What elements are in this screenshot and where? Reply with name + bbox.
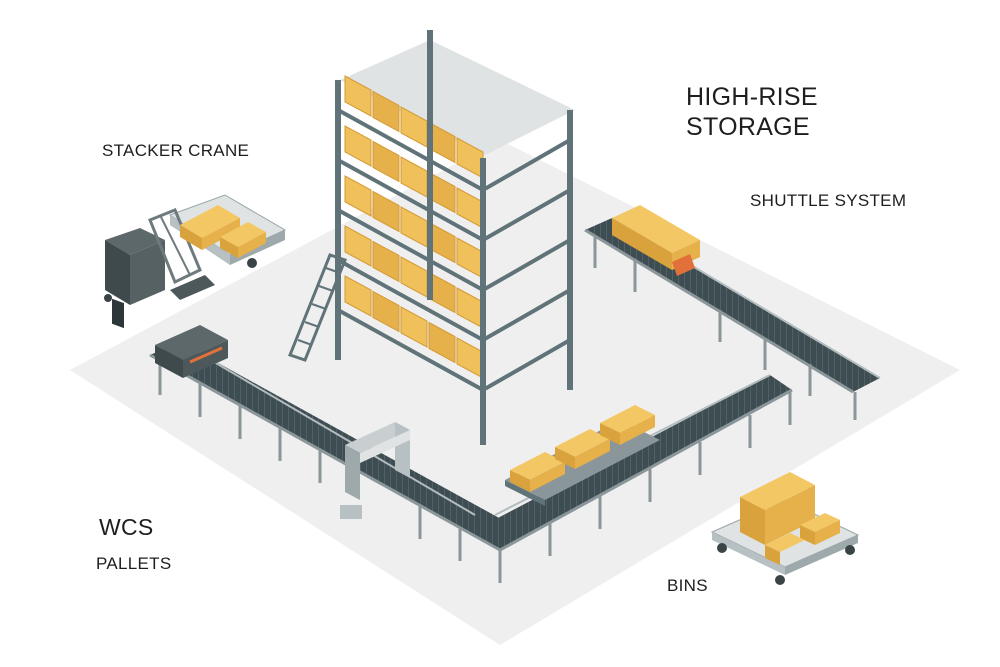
label-stacker-crane: STACKER CRANE [102,141,250,160]
rack-box [428,321,456,364]
shuttle-conveyor-icon [584,205,881,420]
rack-shelf [337,208,571,293]
rack-box [400,306,428,348]
pallet-cart-icon [505,405,660,506]
gate-scanner-icon [340,422,410,519]
label-wcs: WCS [99,514,154,540]
label-pallets: PALLETS [96,554,172,573]
rack-shelf [337,258,571,343]
rack-box [344,175,372,217]
rack-box [372,290,400,333]
floor-platform [70,140,960,645]
label-high-rise-line2: STORAGE [686,113,810,141]
rack-shelf [337,108,571,193]
rack-shelf [337,308,571,393]
rack-box [372,140,400,183]
rack-box [344,125,372,167]
rack-box [372,240,400,283]
rack-box [372,90,400,133]
rack-box [344,75,372,117]
rack-box [372,190,400,233]
label-shuttle-system: SHUTTLE SYSTEM [750,191,907,210]
rack-box [344,275,372,317]
main-conveyor-icon [149,325,793,583]
stacker-crane-icon [104,194,287,329]
rack-box [344,225,372,267]
bin-cart-icon [710,472,860,585]
label-high-rise-line1: HIGH-RISE [686,83,818,111]
rack-shelf [337,158,571,243]
label-bins: BINS [667,576,708,595]
high-rise-rack-icon [288,30,575,445]
